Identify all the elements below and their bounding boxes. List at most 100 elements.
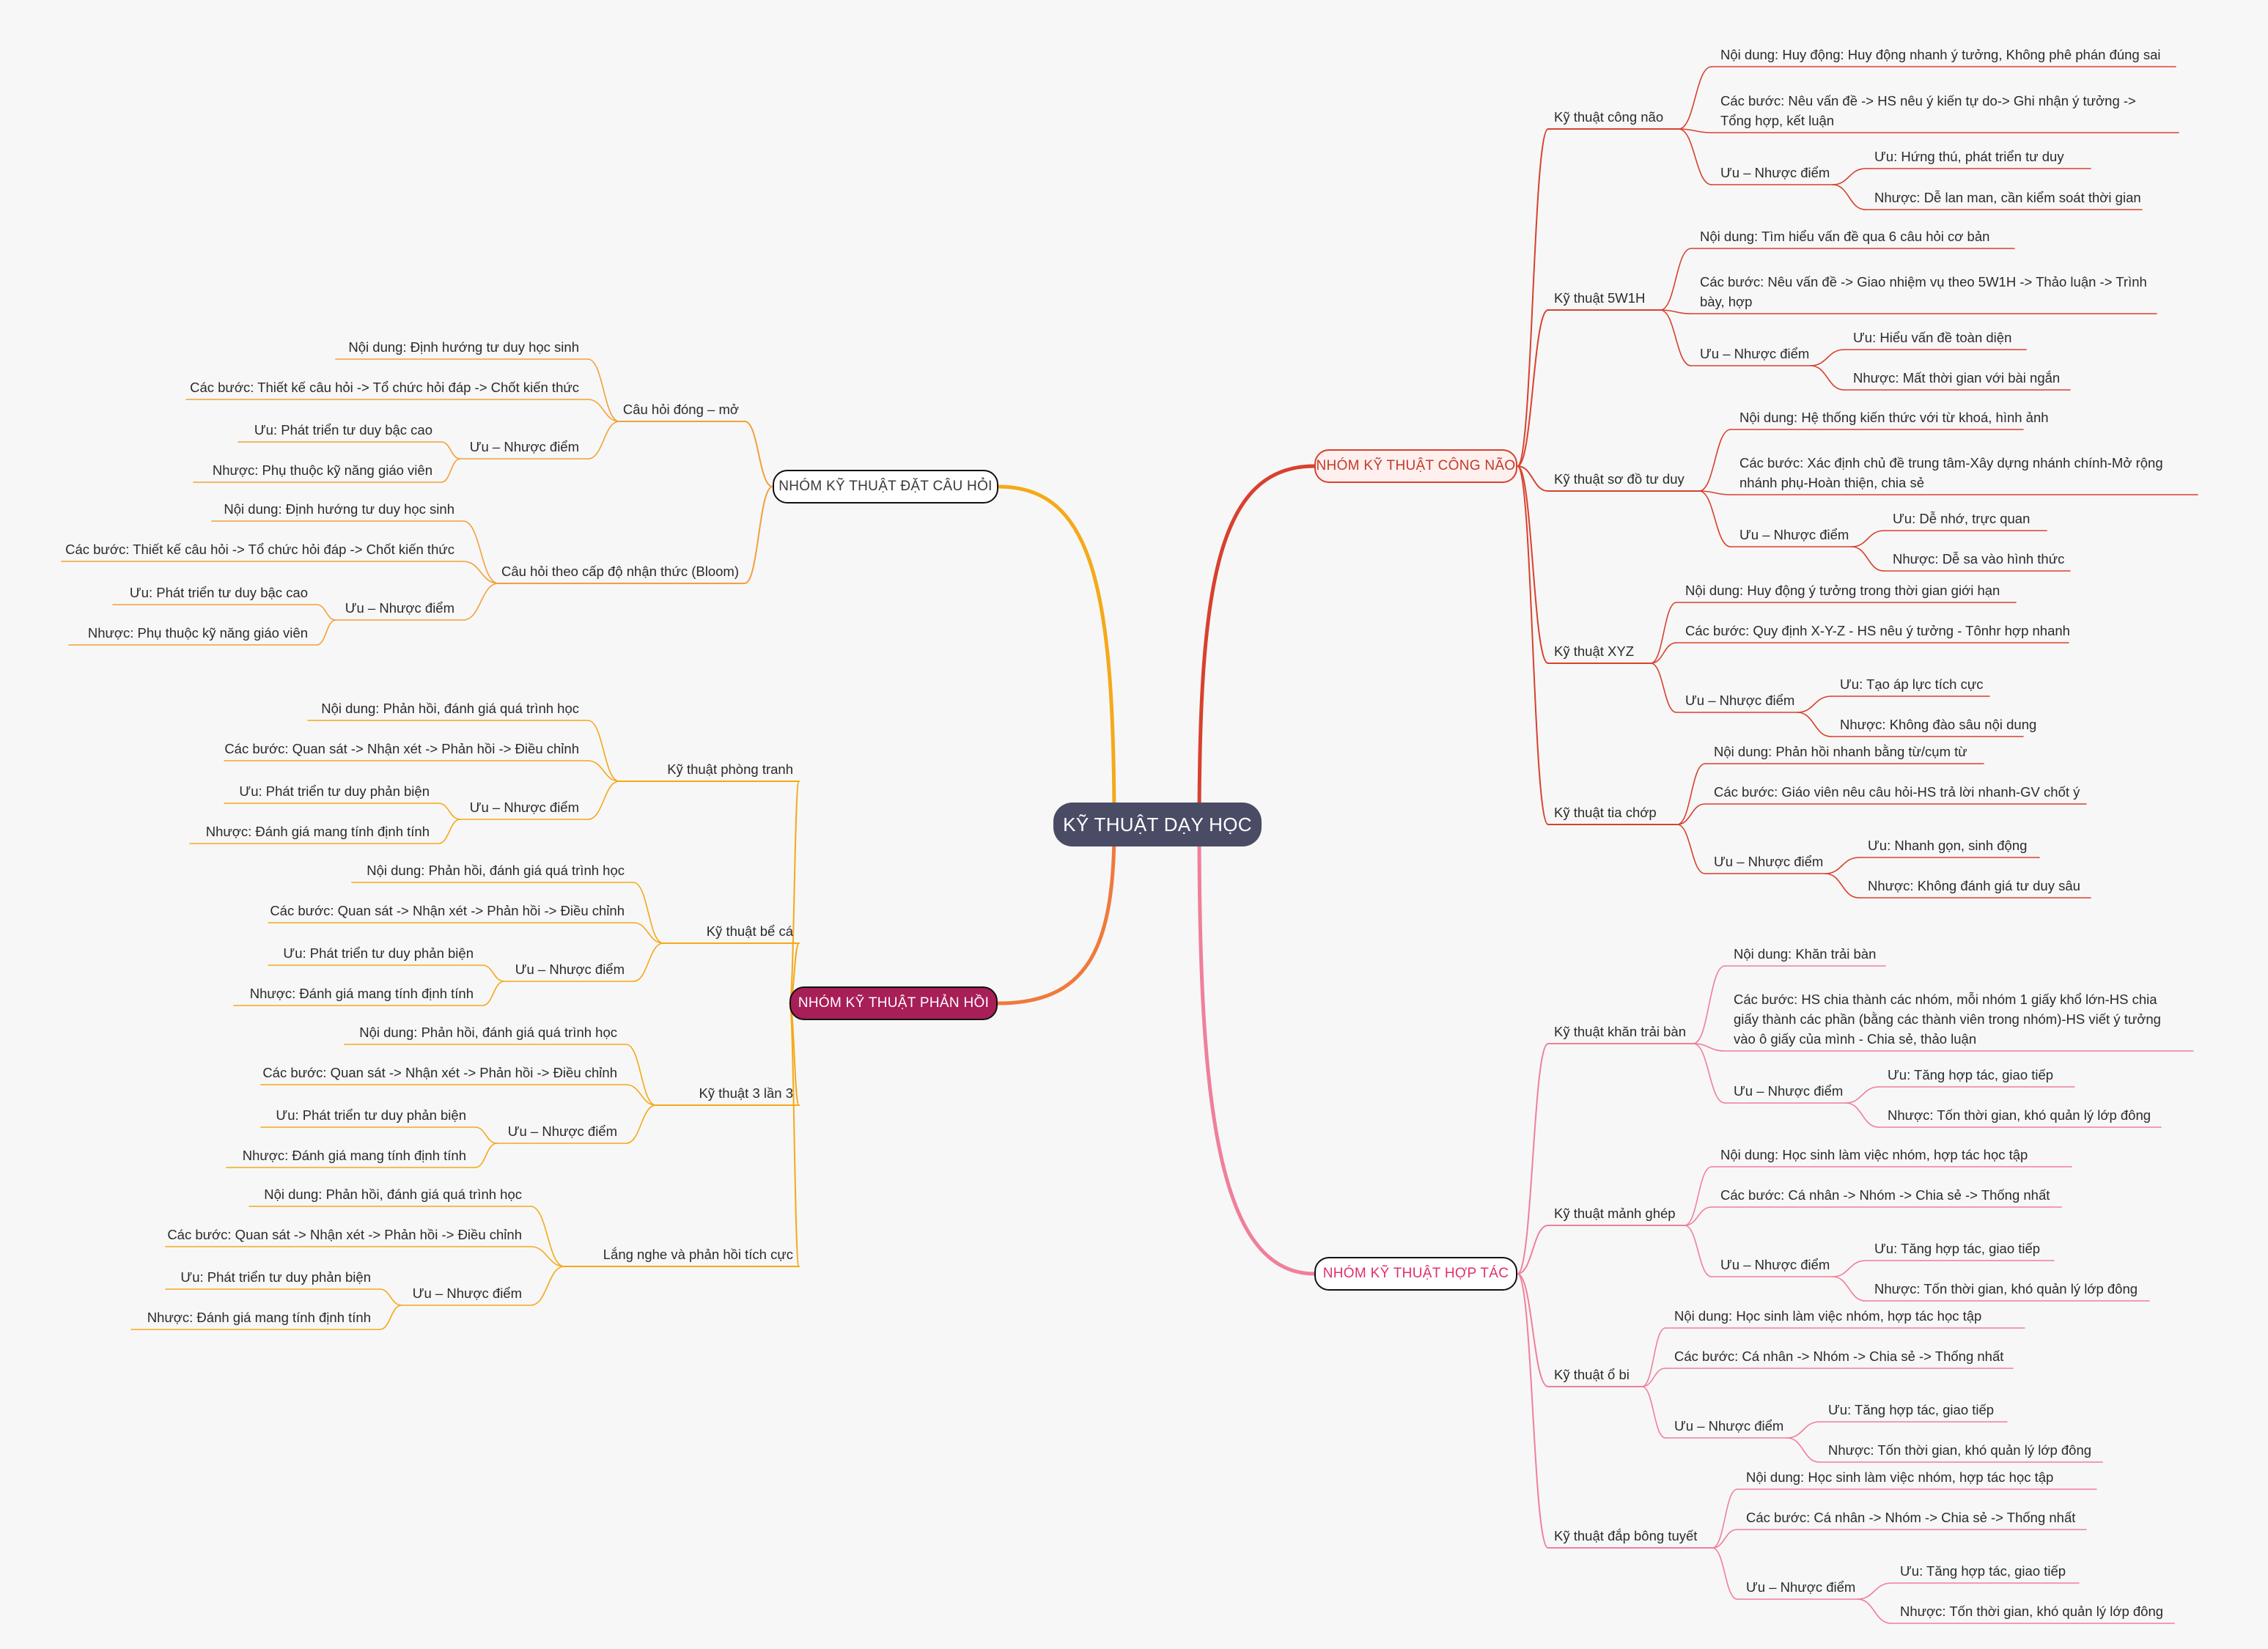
advantage-node[interactable]: Ưu: Tăng hợp tác, giao tiếp: [1828, 1402, 1995, 1417]
content-node[interactable]: Nội dung: Huy động ý tưởng trong thời gi…: [1685, 583, 2000, 598]
connector-line: [1678, 128, 1712, 185]
disadvantage-node[interactable]: Nhược: Dễ lan man, cần kiểm soát thời gi…: [1874, 190, 2141, 205]
advantage-node[interactable]: Ưu: Phát triển tư duy bậc cao: [254, 422, 432, 438]
connector-line: [995, 826, 1116, 1006]
technique-title[interactable]: Kỹ thuật bể cá: [706, 923, 793, 939]
advantage-node[interactable]: Ưu: Tăng hợp tác, giao tiếp: [1888, 1067, 2054, 1082]
content-node[interactable]: Nội dung: Học sinh làm việc nhóm, hợp tá…: [1720, 1147, 2028, 1162]
technique-title[interactable]: Kỹ thuật mảnh ghép: [1554, 1206, 1676, 1221]
disadvantage-node[interactable]: Nhược: Tốn thời gian, khó quản lý lớp đô…: [1874, 1281, 2138, 1296]
steps-node[interactable]: Các bước: Quy định X-Y-Z - HS nêu ý tưởn…: [1685, 623, 2070, 638]
disadvantage-node[interactable]: Nhược: Không đánh giá tư duy sâu: [1868, 878, 2080, 893]
disadvantage-node[interactable]: Nhược: Tốn thời gian, khó quản lý lớp đô…: [1900, 1604, 2164, 1619]
content-node[interactable]: Nội dung: Tìm hiểu vấn đề qua 6 câu hỏi …: [1700, 229, 1990, 244]
advantage-node[interactable]: Ưu: Dễ nhớ, trực quan: [1893, 511, 2030, 526]
pros-cons-node[interactable]: Ưu – Nhược điểm: [345, 600, 454, 616]
technique-title[interactable]: Kỹ thuật đắp bông tuyết: [1554, 1528, 1698, 1543]
disadvantage-node[interactable]: Nhược: Đánh giá mang tính định tính: [242, 1148, 466, 1163]
root-topic[interactable]: KỸ THUẬT DẠY HỌC: [1053, 803, 1262, 846]
pros-cons-node[interactable]: Ưu – Nhược điểm: [515, 962, 625, 977]
steps-node[interactable]: Các bước: Nêu vấn đề -> HS nêu ý kiến tự…: [1720, 93, 2136, 128]
pros-cons-node[interactable]: Ưu – Nhược điểm: [412, 1285, 522, 1301]
pros-cons-node[interactable]: Ưu – Nhược điểm: [469, 800, 579, 815]
steps-node[interactable]: Các bước: Quan sát -> Nhận xét -> Phản h…: [262, 1065, 617, 1080]
connector-line: [1197, 464, 1317, 830]
content-node[interactable]: Nội dung: Phản hồi, đánh giá quá trình h…: [264, 1187, 522, 1202]
steps-node[interactable]: Các bước: Thiết kế câu hỏi -> Tổ chức hỏ…: [190, 380, 579, 395]
technique-title[interactable]: Câu hỏi theo cấp độ nhận thức (Bloom): [501, 564, 739, 579]
disadvantage-node[interactable]: Nhược: Đánh giá mang tính định tính: [205, 824, 430, 839]
steps-node[interactable]: Các bước: Quan sát -> Nhận xét -> Phản h…: [270, 903, 625, 918]
disadvantage-node[interactable]: Nhược: Dễ sa vào hình thức: [1893, 551, 2065, 567]
technique-title[interactable]: Kỹ thuật công não: [1554, 109, 1664, 125]
content-node[interactable]: Nội dung: Học sinh làm việc nhóm, hợp tá…: [1674, 1308, 1982, 1324]
steps-node[interactable]: Các bước: Cá nhân -> Nhóm -> Chia sẻ -> …: [1674, 1349, 2004, 1364]
technique-title[interactable]: Kỹ thuật phòng tranh: [667, 761, 793, 777]
technique-title[interactable]: Kỹ thuật sơ đồ tư duy: [1554, 471, 1685, 487]
advantage-node[interactable]: Ưu: Phát triển tư duy phản biện: [239, 783, 430, 799]
pros-cons-node[interactable]: Ưu – Nhược điểm: [507, 1124, 617, 1139]
disadvantage-node[interactable]: Nhược: Tốn thời gian, khó quản lý lớp đô…: [1888, 1107, 2151, 1123]
content-node[interactable]: Nội dung: Khăn trải bàn: [1734, 946, 1877, 962]
technique-title[interactable]: Kỹ thuật XYZ: [1554, 643, 1634, 659]
pros-cons-node[interactable]: Ưu – Nhược điểm: [1720, 1257, 1830, 1272]
branch-cooperation[interactable]: NHÓM KỸ THUẬT HỢP TÁC: [1314, 1257, 1517, 1291]
advantage-node[interactable]: Ưu: Hiểu vấn đề toàn diện: [1853, 330, 2012, 345]
disadvantage-node[interactable]: Nhược: Đánh giá mang tính định tính: [147, 1310, 371, 1325]
advantage-node[interactable]: Ưu: Phát triển tư duy phản biện: [180, 1269, 371, 1285]
steps-node[interactable]: Các bước: Xác định chủ đề trung tâm-Xây …: [1739, 455, 2163, 490]
disadvantage-node[interactable]: Nhược: Không đào sâu nội dung: [1840, 717, 2037, 732]
steps-node[interactable]: Các bước: Cá nhân -> Nhóm -> Chia sẻ -> …: [1746, 1510, 2076, 1525]
pros-cons-node[interactable]: Ưu – Nhược điểm: [1746, 1579, 1856, 1595]
content-node[interactable]: Nội dung: Huy động: Huy động nhanh ý tưở…: [1720, 47, 2161, 62]
content-node[interactable]: Nội dung: Phản hồi, đánh giá quá trình h…: [321, 701, 579, 716]
branch-questioning[interactable]: NHÓM KỸ THUẬT ĐẶT CÂU HỎI: [773, 470, 998, 503]
pros-cons-node[interactable]: Ưu – Nhược điểm: [1714, 854, 1824, 869]
steps-node[interactable]: Các bước: Quan sát -> Nhận xét -> Phản h…: [224, 741, 579, 756]
pros-cons-node[interactable]: Ưu – Nhược điểm: [469, 439, 579, 454]
steps-node[interactable]: Các bước: HS chia thành các nhóm, mỗi nh…: [1734, 992, 2161, 1047]
content-node[interactable]: Nội dung: Định hướng tư duy học sinh: [224, 501, 454, 517]
advantage-node[interactable]: Ưu: Phát triển tư duy bậc cao: [129, 585, 308, 600]
technique-title[interactable]: Kỹ thuật khăn trải bàn: [1554, 1024, 1686, 1039]
pros-cons-node[interactable]: Ưu – Nhược điểm: [1674, 1418, 1784, 1434]
advantage-node[interactable]: Ưu: Hứng thú, phát triển tư duy: [1874, 149, 2064, 164]
steps-node[interactable]: Các bước: Thiết kế câu hỏi -> Tổ chức hỏ…: [65, 542, 454, 557]
technique-title[interactable]: Lắng nghe và phản hồi tích cực: [603, 1247, 793, 1262]
technique-title[interactable]: Kỹ thuật 3 lần 3: [699, 1085, 793, 1101]
content-node[interactable]: Nội dung: Phản hồi, đánh giá quá trình h…: [359, 1025, 617, 1040]
technique-title[interactable]: Câu hỏi đóng – mở: [622, 402, 739, 417]
disadvantage-node[interactable]: Nhược: Tốn thời gian, khó quản lý lớp đô…: [1828, 1442, 2092, 1458]
steps-node[interactable]: Các bước: Quan sát -> Nhận xét -> Phản h…: [167, 1227, 522, 1242]
steps-node[interactable]: Các bước: Giáo viên nêu câu hỏi-HS trả l…: [1714, 784, 2080, 800]
technique-title[interactable]: Kỹ thuật 5W1H: [1554, 290, 1646, 306]
steps-node[interactable]: Các bước: Nêu vấn đề -> Giao nhiệm vụ th…: [1700, 274, 2147, 309]
content-node[interactable]: Nội dung: Học sinh làm việc nhóm, hợp tá…: [1746, 1469, 2054, 1485]
pros-cons-node[interactable]: Ưu – Nhược điểm: [1734, 1083, 1844, 1099]
branch-brainstorm[interactable]: NHÓM KỸ THUẬT CÔNG NÃO: [1314, 449, 1517, 483]
disadvantage-node[interactable]: Nhược: Phụ thuộc kỹ năng giáo viên: [212, 462, 432, 478]
content-node[interactable]: Nội dung: Phản hồi, đánh giá quá trình h…: [367, 863, 625, 878]
content-node[interactable]: Nội dung: Hệ thống kiến thức với từ khoá…: [1739, 410, 2049, 425]
branch-feedback[interactable]: NHÓM KỸ THUẬT PHẢN HỒI: [789, 986, 998, 1020]
advantage-node[interactable]: Ưu: Tạo áp lực tích cực: [1840, 676, 1984, 692]
pros-cons-node[interactable]: Ưu – Nhược điểm: [1685, 693, 1795, 708]
advantage-node[interactable]: Ưu: Nhanh gọn, sinh động: [1868, 838, 2028, 853]
advantage-node[interactable]: Ưu: Tăng hợp tác, giao tiếp: [1874, 1241, 2041, 1256]
pros-cons-node[interactable]: Ưu – Nhược điểm: [1720, 165, 1830, 180]
advantage-node[interactable]: Ưu: Phát triển tư duy phản biện: [276, 1107, 466, 1123]
technique-title[interactable]: Kỹ thuật ổ bi: [1554, 1367, 1630, 1382]
disadvantage-node[interactable]: Nhược: Đánh giá mang tính định tính: [249, 986, 474, 1001]
content-node[interactable]: Nội dung: Phản hồi nhanh bằng từ/cụm từ: [1714, 744, 1967, 759]
steps-node[interactable]: Các bước: Cá nhân -> Nhóm -> Chia sẻ -> …: [1720, 1187, 2050, 1203]
advantage-node[interactable]: Ưu: Phát triển tư duy phản biện: [283, 945, 474, 961]
technique-title[interactable]: Kỹ thuật tia chớp: [1554, 805, 1657, 820]
connector-line: [441, 458, 461, 483]
pros-cons-node[interactable]: Ưu – Nhược điểm: [1739, 527, 1849, 542]
connector-line: [438, 819, 461, 844]
disadvantage-node[interactable]: Nhược: Mất thời gian với bài ngắn: [1853, 370, 2061, 385]
advantage-node[interactable]: Ưu: Tăng hợp tác, giao tiếp: [1900, 1563, 2066, 1579]
content-node[interactable]: Nội dung: Định hướng tư duy học sinh: [348, 339, 579, 355]
disadvantage-node[interactable]: Nhược: Phụ thuộc kỹ năng giáo viên: [87, 625, 308, 641]
pros-cons-node[interactable]: Ưu – Nhược điểm: [1700, 346, 1810, 361]
